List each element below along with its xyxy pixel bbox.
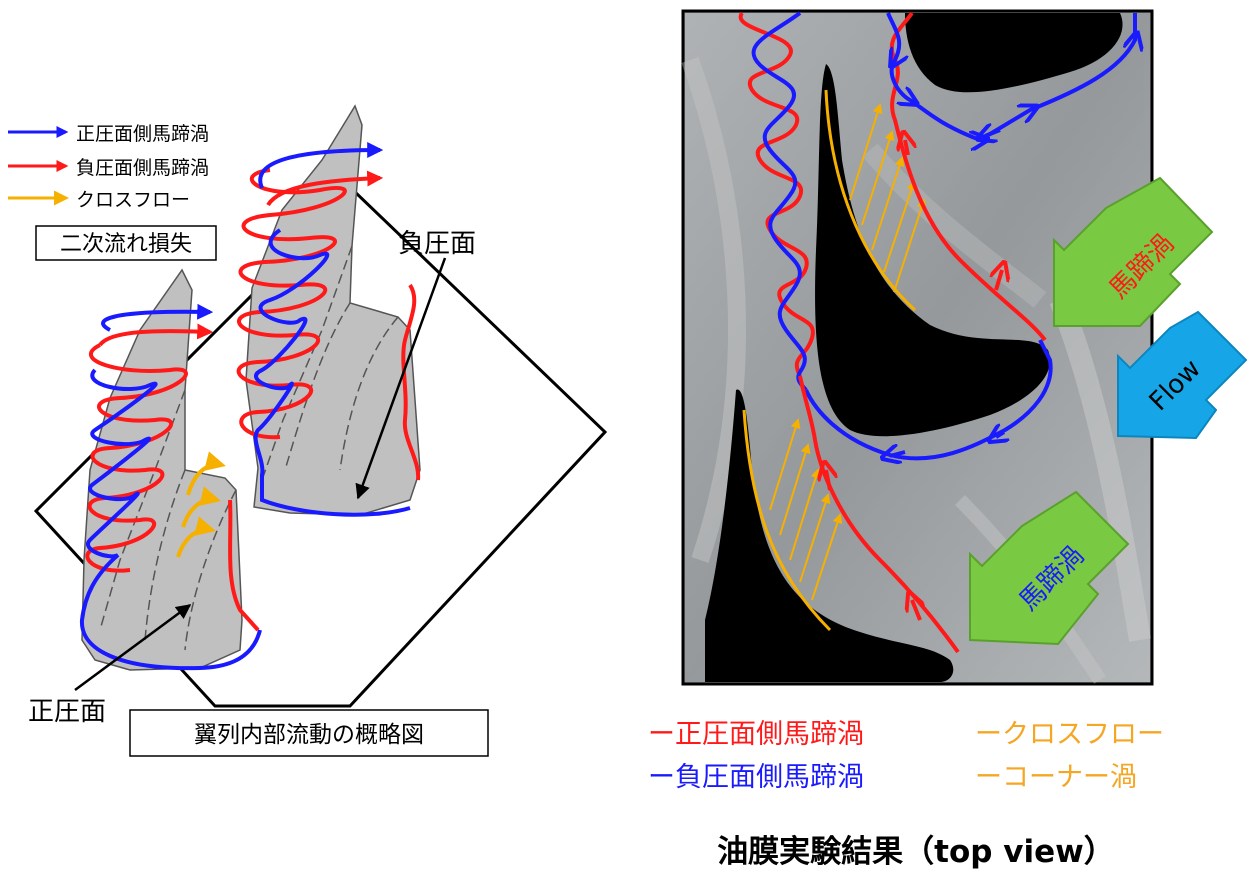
cross-flow-arrows — [176, 451, 226, 558]
photo-legend-cross-flow: ークロスフロー — [975, 719, 1164, 750]
schematic-panel: 正圧面側馬蹄渦 負圧面側馬蹄渦 クロスフロー 二次流れ損失 — [8, 104, 608, 757]
photo-legend: ー正圧面側馬蹄渦 ー負圧面側馬蹄渦 ークロスフロー ーコーナー渦 — [648, 719, 1164, 793]
schematic-caption-box — [129, 709, 489, 757]
photo-cross-flow-arrows — [769, 103, 927, 601]
pressure-surface-pointer — [74, 603, 192, 692]
legend-label-cross-flow: クロスフロー — [76, 189, 190, 211]
schematic-caption: 翼列内部流動の概略図 — [194, 722, 424, 748]
suction-surface-pointer — [355, 257, 447, 500]
loss-label: 二次流れ損失 — [60, 232, 192, 257]
photo-legend-pressure-vortex: ー正圧面側馬蹄渦 — [648, 719, 864, 750]
photo-legend-suction-vortex: ー負圧面側馬蹄渦 — [648, 762, 864, 793]
horseshoe-arrow-top — [1053, 176, 1214, 327]
back-blade-vortices — [236, 142, 421, 517]
photo-legend-corner-vortex: ーコーナー渦 — [975, 762, 1137, 793]
photo-caption: 油膜実験結果（top view） — [717, 834, 1115, 870]
suction-surface-label: 負圧面 — [398, 229, 476, 259]
legend-label-pressure-vortex: 正圧面側馬蹄渦 — [76, 123, 209, 145]
legend-label-suction-vortex: 負圧面側馬蹄渦 — [76, 157, 209, 179]
horseshoe-arrow-bottom — [969, 490, 1130, 646]
oil-film-panel: 馬蹄渦 Flow 馬蹄渦 ー正圧面側馬蹄渦 ー負圧面側馬蹄渦 ークロスフロー ー… — [648, 9, 1248, 870]
schematic-legend: 正圧面側馬蹄渦 負圧面側馬蹄渦 クロスフロー — [8, 123, 209, 211]
pressure-surface-label: 正圧面 — [28, 697, 106, 727]
front-blade-vortices — [79, 303, 262, 671]
photo-vortex-lines — [738, 11, 1135, 654]
loss-label-box — [35, 225, 217, 261]
flow-arrow — [1117, 310, 1248, 440]
